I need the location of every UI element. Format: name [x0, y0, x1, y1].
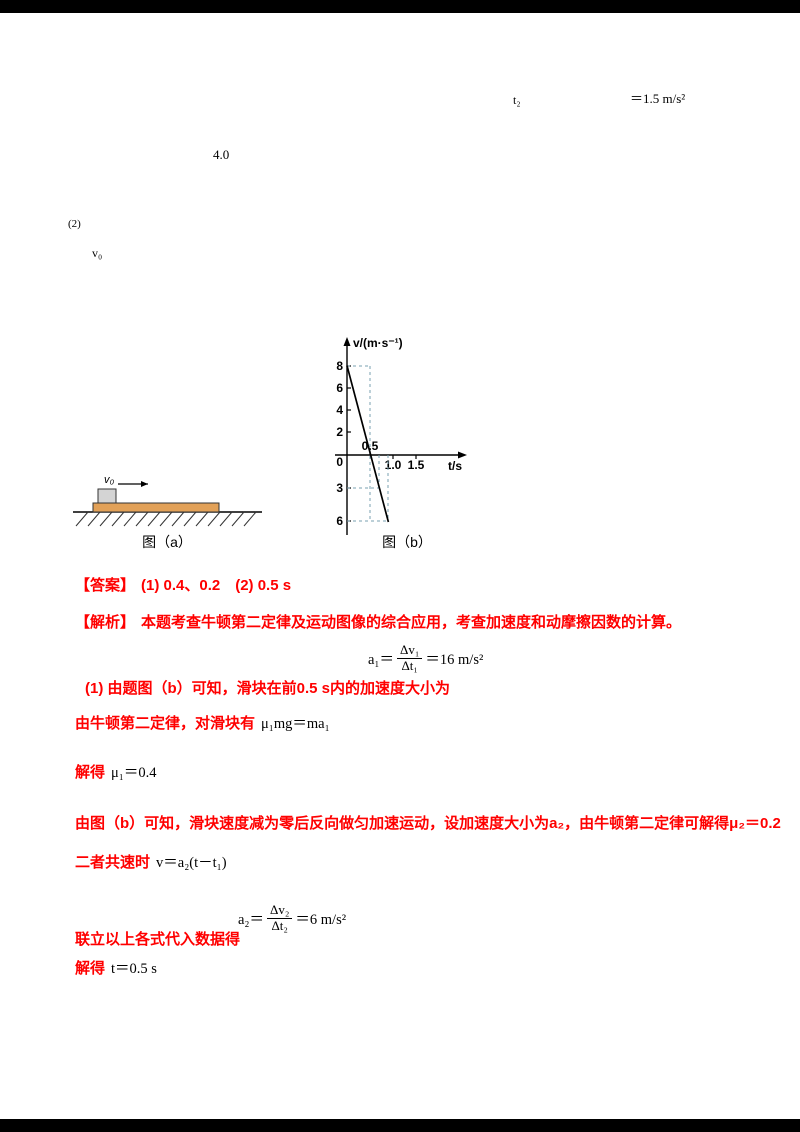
top-edge-bar	[0, 0, 800, 13]
analysis-text: 本题考查牛顿第二定律及运动图像的综合应用，考查加速度和动摩擦因数的计算。	[141, 614, 682, 631]
fraction-denominator: Δt₁	[401, 657, 418, 673]
step-text: 解得	[75, 960, 106, 977]
step-math: v＝a₂(t－t₁)	[156, 855, 227, 871]
y-tick-label: 6	[336, 381, 343, 395]
bottom-edge-bar	[0, 1119, 800, 1132]
solution-step: 由牛顿第二定律，对滑块有 μ₁mg＝ma₁	[75, 712, 330, 733]
statement-fragment: v₀	[92, 246, 103, 260]
solution-step: 由图（b）可知，滑块速度减为零后反向做匀加速运动，设加速度大小为a₂，由牛顿第二…	[75, 812, 781, 833]
v0-arrowhead	[141, 481, 148, 487]
step-text: 解得	[75, 764, 106, 781]
solution-step: 二者共速时 v＝a₂(t－t₁)	[75, 851, 227, 872]
answer-text: (1) 0.4、0.2 (2) 0.5 s	[141, 577, 292, 594]
y-tick-label: 2	[336, 425, 343, 439]
statement-fragment: ＝1.5 m/s²	[630, 91, 686, 106]
answer-label: 【答案】	[75, 577, 136, 594]
figure-a-caption: 图（a）	[142, 534, 192, 550]
fraction-numerator: Δv₁	[397, 642, 423, 659]
equation-lhs: a₁＝	[368, 651, 394, 668]
equation-lhs: a₂＝	[238, 911, 264, 928]
fraction-numerator: Δv₂	[267, 902, 293, 919]
equation-a2: a₂＝ Δv₂ Δt₂ ＝6 m/s²	[238, 902, 347, 934]
step-text: 二者共速时	[75, 854, 151, 871]
step-text: 由牛顿第二定律，对滑块有	[75, 715, 256, 732]
fraction: Δv₂ Δt₂	[267, 902, 293, 934]
step-math: μ₁＝0.4	[111, 765, 157, 781]
vt-graph: v/(m·s⁻¹) t/s 8 6 4 2 0 3 6 0.5 1.0	[335, 336, 467, 535]
y-axis-title: v/(m·s⁻¹)	[353, 336, 403, 350]
step-text: 联立以上各式代入数据得	[75, 931, 241, 948]
figure-b-caption: 图（b）	[382, 534, 432, 550]
v0-label: v₀	[104, 474, 115, 486]
statement-fragment: 4.0	[213, 147, 230, 162]
figure-a: v₀	[68, 472, 268, 539]
analysis-label: 【解析】	[75, 614, 136, 631]
step-text: (1) 由题图（b）可知，滑块在前0.5 s内的加速度大小为	[85, 680, 451, 697]
equation-rhs: ＝6 m/s²	[295, 911, 347, 928]
solution-step: (1) 由题图（b）可知，滑块在前0.5 s内的加速度大小为	[85, 677, 450, 698]
solution-step: 联立以上各式代入数据得	[75, 928, 240, 949]
y-tick-label: 8	[336, 359, 343, 373]
statement-fragment: (2)	[68, 218, 81, 230]
x-axis-arrow	[458, 451, 467, 459]
equation-rhs: ＝16 m/s²	[425, 651, 484, 668]
step-math: t＝0.5 s	[111, 961, 157, 977]
block	[97, 488, 117, 504]
statement-fragment: t₂	[513, 93, 521, 107]
y-axis-arrow	[343, 337, 351, 346]
fraction-denominator: Δt₂	[271, 917, 288, 933]
step-text: 由图（b）可知，滑块速度减为零后反向做匀加速运动，设加速度大小为a₂，由牛顿第二…	[75, 815, 781, 832]
ground-hatching	[75, 511, 257, 527]
dashed-guides	[347, 365, 389, 522]
velocity-line	[346, 365, 390, 523]
figure-a-drawing: v₀	[73, 474, 262, 527]
solution-step: 解得 t＝0.5 s	[75, 957, 157, 978]
plank	[92, 502, 220, 513]
equation-a1: a₁＝ Δv₁ Δt₁ ＝16 m/s²	[368, 642, 484, 674]
x-tick-label: 1.5	[408, 458, 425, 472]
analysis-line: 【解析】 本题考查牛顿第二定律及运动图像的综合应用，考查加速度和动摩擦因数的计算…	[75, 611, 681, 632]
origin-label: 0	[336, 455, 343, 469]
fraction: Δv₁ Δt₁	[397, 642, 423, 674]
x-tick-label: 1.0	[385, 458, 402, 472]
x-axis-title: t/s	[448, 459, 462, 473]
y-tick-label: 3	[336, 481, 343, 495]
y-tick-label: 4	[336, 403, 343, 417]
answer-line: 【答案】 (1) 0.4、0.2 (2) 0.5 s	[75, 574, 291, 595]
solution-step: 解得 μ₁＝0.4	[75, 761, 156, 782]
figure-b: v/(m·s⁻¹) t/s 8 6 4 2 0 3 6 0.5 1.0	[305, 333, 480, 560]
y-tick-label: 6	[336, 514, 343, 528]
step-math: μ₁mg＝ma₁	[261, 716, 330, 732]
